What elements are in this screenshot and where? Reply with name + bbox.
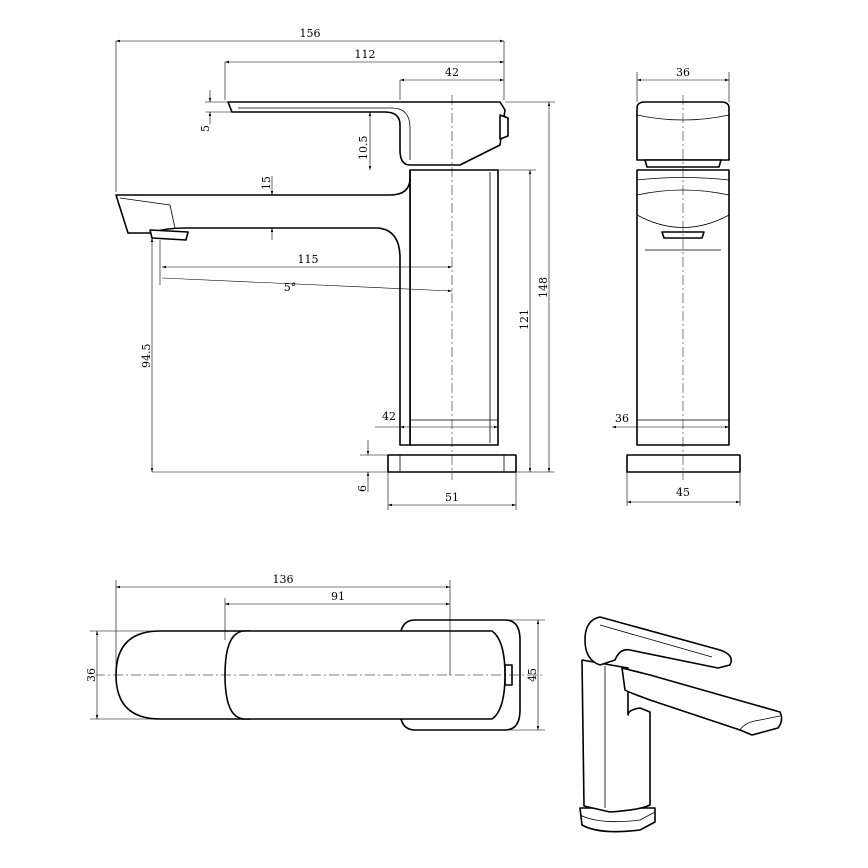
dim-top-base-width: 45 (526, 668, 539, 682)
dim-side-base-width: 45 (676, 486, 690, 499)
dim-total-height: 148 (537, 277, 550, 298)
dim-handle-width: 42 (445, 66, 459, 79)
spout (115, 169, 411, 446)
dim-spout-angle: 5° (284, 281, 297, 294)
dim-lever-thickness: 5 (199, 125, 212, 132)
dim-spout-thickness: 15 (260, 176, 273, 190)
dim-overall-length: 156 (300, 27, 321, 40)
dim-top-body-length: 91 (331, 590, 345, 603)
faucet-body (409, 169, 499, 446)
top-view: 136 91 36 45 (85, 573, 545, 731)
dim-base-width: 51 (445, 491, 459, 504)
dim-top-spout-width: 36 (85, 668, 98, 682)
iso-body (581, 659, 651, 813)
dim-body-height: 121 (518, 309, 531, 330)
dim-spout-reach: 115 (298, 253, 319, 266)
dim-base-height: 6 (356, 485, 369, 492)
dim-side-handle-width: 36 (676, 66, 690, 79)
iso-lever (584, 616, 733, 669)
dim-top-overall-length: 136 (273, 573, 294, 586)
side-view: 36 36 45 (612, 66, 741, 506)
dim-handle-gap: 10.5 (357, 136, 370, 161)
front-view: 156 112 42 5 10.5 15 115 5° 94.5 121 148… (115, 27, 555, 510)
dim-side-body-width: 36 (615, 412, 629, 425)
dim-body-width: 42 (382, 410, 396, 423)
dim-lever-length: 112 (355, 48, 376, 61)
aerator (149, 229, 189, 241)
isometric-view (579, 616, 783, 833)
lever-handle (227, 101, 506, 166)
iso-spout (621, 667, 783, 736)
dim-spout-height: 94.5 (140, 344, 153, 369)
